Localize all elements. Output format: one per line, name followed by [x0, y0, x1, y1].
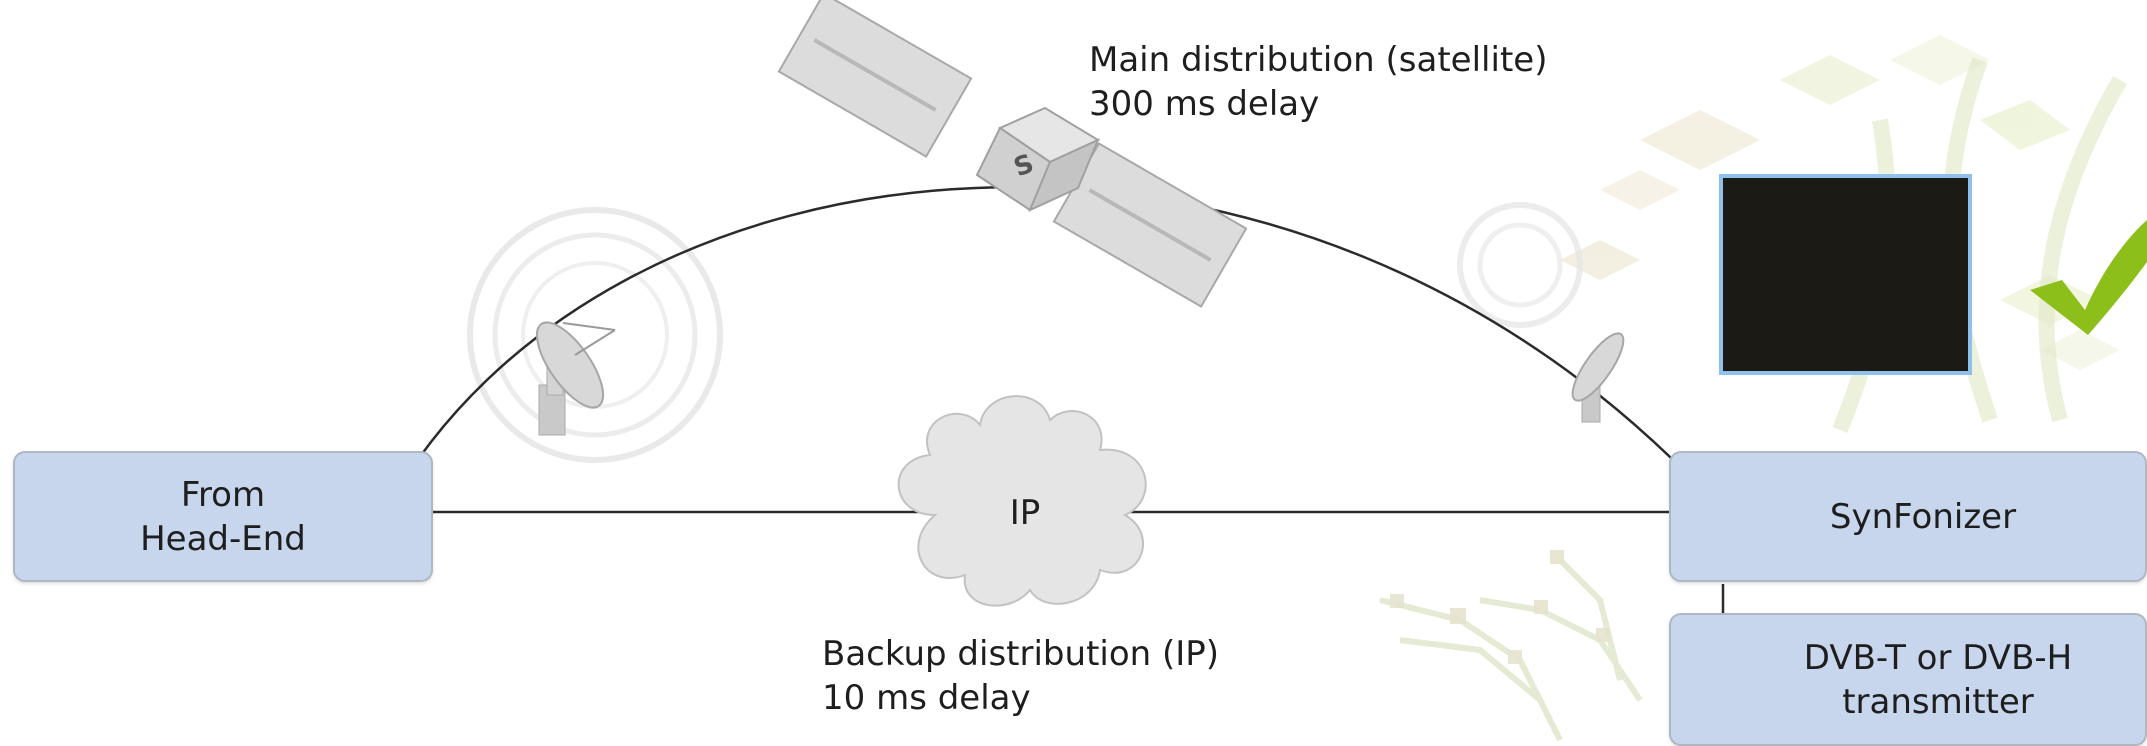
satellite-icon — [777, 0, 1248, 308]
ip-label: IP — [1009, 493, 1041, 533]
backup-distribution-title: Backup distribution (IP) — [822, 634, 1220, 674]
signal-rings-left — [467, 207, 723, 463]
checkmark-icon — [2030, 220, 2147, 335]
head-end-label: From Head-End — [140, 474, 306, 559]
transmitter-box: DVB-T or DVB-H transmitter — [1669, 613, 2147, 746]
main-distribution-title: Main distribution (satellite) — [1089, 40, 1548, 80]
satellite-link-arc — [383, 186, 1724, 513]
head-end-box: From Head-End — [13, 451, 433, 582]
fish-photo — [1719, 174, 1972, 375]
synfonizer-label: SynFonizer — [1829, 496, 2017, 537]
satellite-dish-icon — [535, 321, 616, 436]
transmitter-label: DVB-T or DVB-H transmitter — [1803, 637, 2073, 722]
main-distribution-delay: 300 ms delay — [1089, 84, 1320, 124]
signal-rings-right — [1457, 202, 1583, 328]
backup-distribution-label: Backup distribution (IP) 10 ms delay — [822, 632, 1219, 720]
backup-distribution-delay: 10 ms delay — [822, 678, 1031, 718]
satellite-dish-icon — [1571, 332, 1625, 423]
cloud-icon — [897, 395, 1147, 607]
main-distribution-label: Main distribution (satellite) 300 ms del… — [1089, 38, 1547, 126]
synfonizer-box: SynFonizer — [1669, 451, 2147, 582]
